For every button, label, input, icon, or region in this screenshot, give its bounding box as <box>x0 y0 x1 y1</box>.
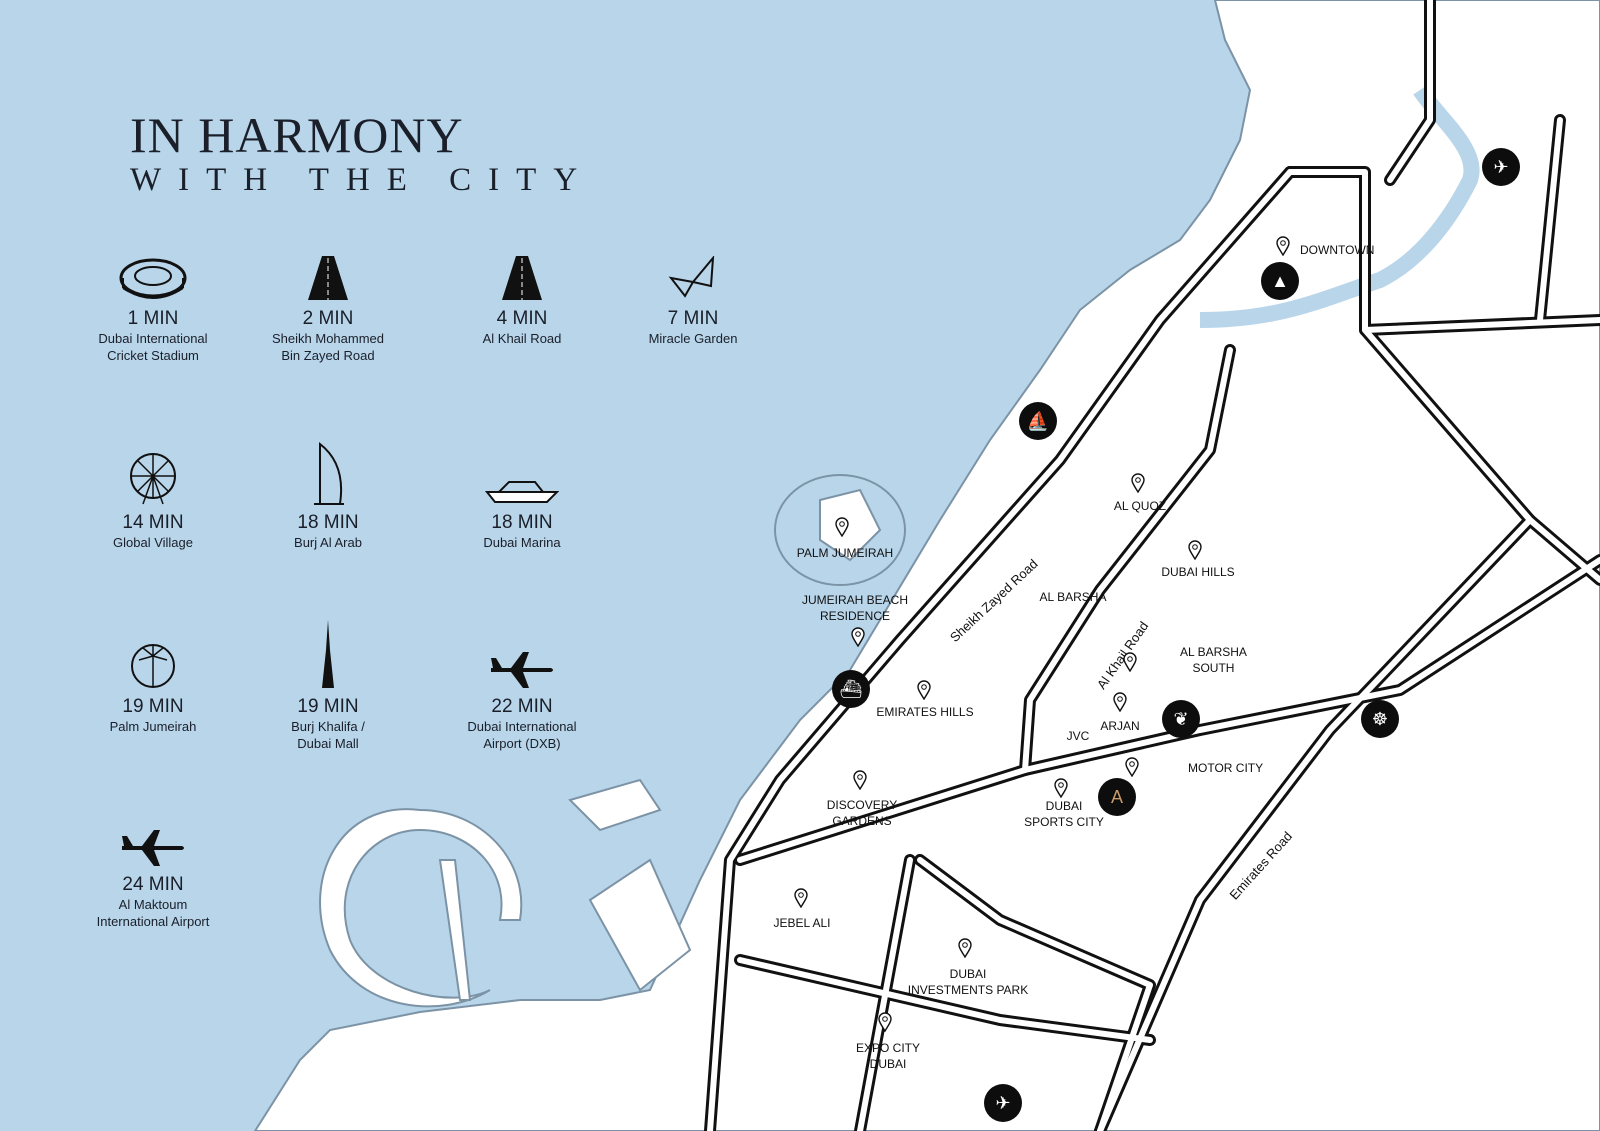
palm-jebel-ali <box>319 808 523 1008</box>
creek <box>1199 85 1480 328</box>
burj-al-arab-icon <box>243 441 413 506</box>
map-pin-icon[interactable] <box>958 938 972 959</box>
map-label-palm-jumeirah: PALM JUMEIRAH <box>796 546 894 560</box>
map-label-motor-city: MOTOR CITY <box>1188 761 1264 775</box>
travel-time: 19 MIN <box>122 696 184 717</box>
map-label-jbr: JUMEIRAH BEACH RESIDENCE <box>801 593 909 623</box>
map-pin-icon[interactable] <box>835 517 849 538</box>
map-pin-icon[interactable] <box>1131 473 1145 494</box>
map-label-al-quoz: AL QUOZ <box>1113 499 1167 513</box>
burj-khalifa-icon <box>243 620 413 690</box>
map-label-discovery-gardens: DISCOVERY GARDENS <box>826 798 898 828</box>
destination-name: Dubai International Airport (DXB) <box>467 719 577 751</box>
destination-name: Dubai Marina <box>483 535 561 550</box>
map-label-jebel-ali: JEBEL ALI <box>773 916 831 930</box>
destination-item: 14 MIN Global Village <box>68 448 238 551</box>
travel-time: 22 MIN <box>491 696 553 717</box>
destination-name: Palm Jumeirah <box>109 719 197 734</box>
page-subtitle: WITH THE CITY <box>130 162 595 198</box>
map-pin-icon[interactable] <box>794 888 808 909</box>
destination-name: Sheikh Mohammed Bin Zayed Road <box>272 331 384 363</box>
stadium-icon <box>68 244 238 302</box>
map-label-dubai-hills: DUBAI HILLS <box>1161 565 1235 579</box>
map-label-al-barsha-south: AL BARSHA SOUTH <box>1180 645 1247 675</box>
destination-name: Burj Al Arab <box>294 535 362 550</box>
map-pin-icon[interactable] <box>1123 652 1137 673</box>
map-label-expo-city: EXPO CITY DUBAI <box>855 1041 921 1071</box>
ferris-wheel-icon <box>68 448 238 506</box>
airplane-icon <box>437 632 607 690</box>
palm-icon <box>68 632 238 690</box>
travel-time: 18 MIN <box>491 512 553 533</box>
burj-al-arab-map-icon[interactable]: ⛵ <box>1019 402 1057 440</box>
destination-name: Al Khail Road <box>482 331 562 346</box>
project-logo-icon[interactable]: A <box>1098 778 1136 816</box>
global-village-map-icon[interactable]: ☸ <box>1361 700 1399 738</box>
map-pin-icon[interactable] <box>917 680 931 701</box>
map-label-al-barsha: AL BARSHA <box>1039 590 1107 604</box>
map-pin-icon[interactable] <box>1054 778 1068 799</box>
jebel-ali-port <box>568 778 692 992</box>
map-pin-icon[interactable] <box>878 1012 892 1033</box>
destination-item: 18 MIN Dubai Marina <box>437 448 607 551</box>
map-pin-icon[interactable] <box>851 627 865 648</box>
map-pin-icon[interactable] <box>1188 540 1202 561</box>
destination-name: Miracle Garden <box>648 331 738 346</box>
travel-time: 24 MIN <box>122 874 184 895</box>
road-icon <box>437 244 607 302</box>
travel-time: 1 MIN <box>127 308 179 329</box>
map-label-downtown: DOWNTOWN <box>1300 243 1375 257</box>
airport-dwc-icon[interactable]: ✈ <box>984 1084 1022 1122</box>
travel-time: 18 MIN <box>297 512 359 533</box>
destination-item: 7 MIN Miracle Garden <box>608 244 778 347</box>
palm-jumeirah-shape <box>774 474 906 586</box>
butterfly-icon <box>608 244 778 302</box>
map-pin-icon[interactable] <box>1125 757 1139 778</box>
travel-time: 14 MIN <box>122 512 184 533</box>
airplane-icon <box>68 810 238 868</box>
destination-name: Al Maktoum International Airport <box>96 897 210 929</box>
dubai-marina-map-icon[interactable]: ⛴ <box>832 670 870 708</box>
yacht-icon <box>437 448 607 506</box>
map-label-dubai-investments-park: DUBAI INVESTMENTS PARK <box>907 967 1029 997</box>
travel-time: 2 MIN <box>302 308 354 329</box>
roads <box>704 0 1600 1131</box>
destination-name: Burj Khalifa / Dubai Mall <box>291 719 365 751</box>
travel-time: 7 MIN <box>667 308 719 329</box>
page-title: IN HARMONY <box>130 107 464 163</box>
miracle-garden-map-icon[interactable]: ❦ <box>1162 700 1200 738</box>
travel-time: 4 MIN <box>496 308 548 329</box>
travel-time: 19 MIN <box>297 696 359 717</box>
destination-item: 19 MIN Palm Jumeirah <box>68 632 238 735</box>
destination-name: Global Village <box>113 535 193 550</box>
road-icon <box>243 244 413 302</box>
map-label-jvc: JVC <box>1066 729 1090 743</box>
map-pin-icon[interactable] <box>1113 692 1127 713</box>
airport-dxb-icon[interactable]: ✈ <box>1482 148 1520 186</box>
map-pin-icon[interactable] <box>1276 236 1290 257</box>
map-label-emirates-hills: EMIRATES HILLS <box>876 705 974 719</box>
map-label-dubai-sports-city: DUBAI SPORTS CITY <box>1024 799 1104 829</box>
map-pin-icon[interactable] <box>853 770 867 791</box>
burj-khalifa-map-icon[interactable]: ▲ <box>1261 262 1299 300</box>
destination-name: Dubai International Cricket Stadium <box>98 331 208 363</box>
destination-item: 18 MIN Burj Al Arab <box>243 441 413 551</box>
map-label-arjan: ARJAN <box>1100 719 1140 733</box>
destination-item: 4 MIN Al Khail Road <box>437 244 607 347</box>
